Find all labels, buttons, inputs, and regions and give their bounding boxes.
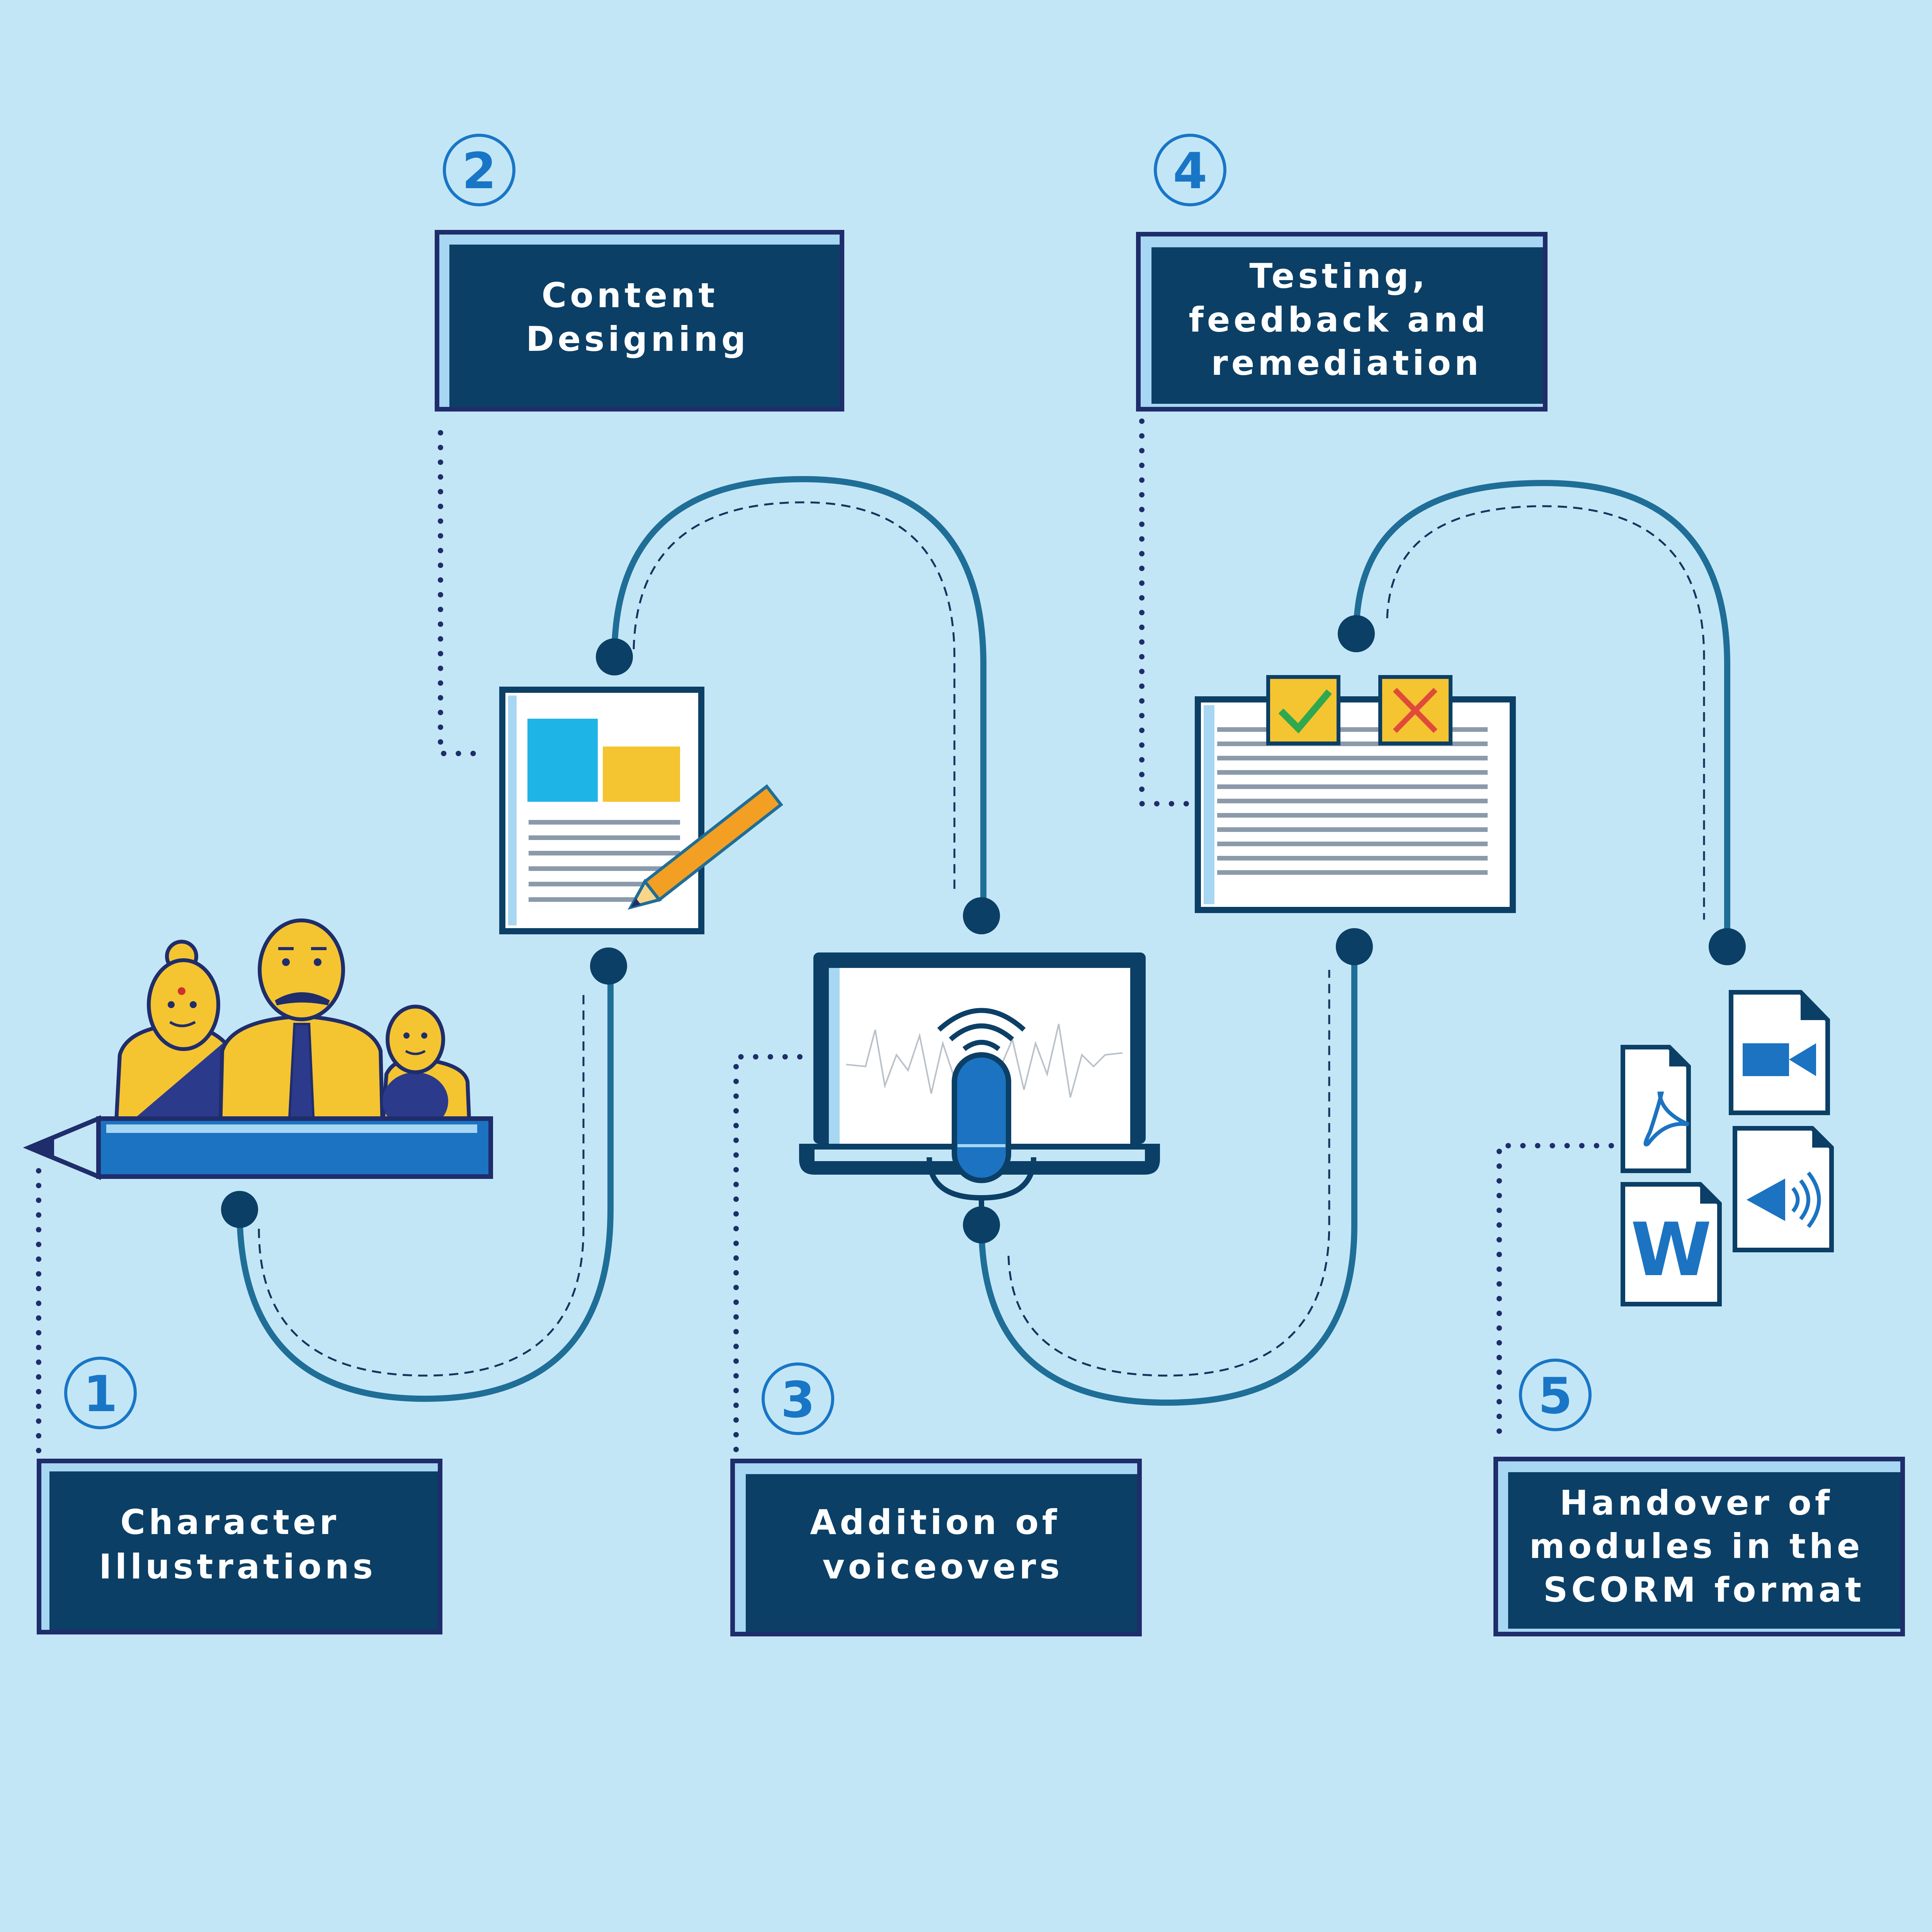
- step-badge-4: 4: [1154, 134, 1226, 206]
- svg-text:2: 2: [462, 143, 496, 200]
- path-dot: [1709, 928, 1746, 965]
- step-badge-5: 5: [1519, 1359, 1592, 1431]
- workflow-path: [236, 476, 1730, 1406]
- checklist-document-icon: [1195, 675, 1516, 913]
- file-formats-icon: W: [1621, 990, 1834, 1306]
- step-3-label: Addition of voiceovers: [810, 1502, 1076, 1587]
- step-4-label: Testing, feedback and remediation: [1189, 256, 1504, 383]
- audio-file-icon: [1733, 1126, 1834, 1252]
- step-5-label: Handover of modules in the SCORM format: [1529, 1483, 1879, 1610]
- path-dot: [1338, 615, 1375, 652]
- pdf-file-icon: [1621, 1045, 1691, 1173]
- check-mark-icon: [1266, 675, 1340, 745]
- svg-text:5: 5: [1538, 1367, 1572, 1425]
- path-dot: [1336, 928, 1373, 965]
- path-dots: [221, 615, 1746, 1243]
- video-file-icon: [1729, 990, 1830, 1115]
- step-box-4: Testing, feedback and remediation: [1136, 232, 1548, 412]
- characters-on-pencil-icon: [23, 918, 493, 1180]
- dotted-connectors: [36, 418, 1614, 1459]
- word-file-label: W: [1631, 1207, 1712, 1293]
- step-badge-1: 1: [64, 1357, 137, 1429]
- step-box-1: Character Illustrations: [37, 1459, 442, 1634]
- step-box-5: Handover of modules in the SCORM format: [1493, 1457, 1905, 1636]
- document-with-pencil-icon: [499, 687, 783, 934]
- laptop-microphone-icon: [799, 952, 1160, 1211]
- step-badge-2: 2: [443, 134, 515, 206]
- workflow-path-dashed: [258, 501, 1705, 1377]
- step-2-label: Content Designing: [526, 276, 749, 359]
- step-1-label: Character Illustrations: [99, 1502, 376, 1587]
- path-dot: [221, 1191, 258, 1228]
- step-box-2: Content Designing: [435, 230, 844, 412]
- svg-text:3: 3: [781, 1371, 815, 1429]
- path-dot: [963, 897, 1000, 934]
- svg-text:1: 1: [83, 1366, 117, 1423]
- path-dot: [963, 1206, 1000, 1243]
- path-dot: [596, 638, 633, 675]
- svg-text:4: 4: [1173, 143, 1207, 200]
- step-box-3: Addition of voiceovers: [730, 1459, 1142, 1636]
- step-badge-3: 3: [762, 1362, 834, 1435]
- path-dot: [590, 947, 627, 985]
- word-file-icon: W: [1621, 1182, 1722, 1306]
